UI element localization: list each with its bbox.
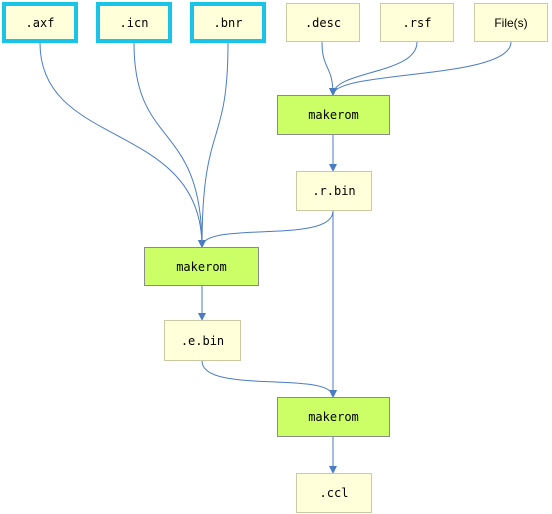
output-rbin-label: .r.bin	[312, 184, 356, 198]
input-icn-label: .icn	[119, 15, 149, 30]
makerom-step-1-label: makerom	[308, 108, 359, 122]
input-icn: .icn	[96, 2, 172, 43]
output-ebin-label: .e.bin	[180, 333, 225, 348]
input-bnr-label: .bnr	[213, 15, 243, 30]
edge-rbin-to-makerom-2	[198, 210, 334, 248]
edge-desc-to-makerom-1	[321, 41, 337, 96]
edge-files-to-makerom-1	[329, 41, 512, 96]
input-files: File(s)	[474, 3, 548, 42]
makerom-step-2: makerom	[144, 247, 259, 286]
makerom-step-1: makerom	[277, 95, 390, 135]
input-bnr: .bnr	[190, 2, 266, 43]
output-ebin: .e.bin	[164, 320, 241, 361]
makerom-step-3: makerom	[277, 397, 390, 437]
input-desc: .desc	[286, 3, 360, 42]
edge-bnr-to-makerom-2	[198, 42, 229, 248]
edge-icn-to-makerom-2	[133, 42, 206, 248]
makerom-step-3-label: makerom	[308, 410, 359, 424]
edge-axf-to-makerom-2	[39, 42, 206, 248]
input-axf: .axf	[2, 2, 78, 43]
output-ccl: .ccl	[296, 473, 372, 513]
edge-ebin-to-makerom-3	[201, 360, 337, 398]
input-rsf: .rsf	[380, 3, 454, 42]
output-ccl-label: .ccl	[319, 486, 349, 500]
input-rsf-label: .rsf	[402, 15, 432, 30]
input-axf-label: .axf	[25, 15, 55, 30]
edge-rsf-to-makerom-1	[329, 41, 418, 96]
input-desc-label: .desc	[304, 15, 342, 30]
makerom-step-2-label: makerom	[176, 259, 227, 274]
input-files-label: File(s)	[494, 15, 528, 30]
output-rbin: .r.bin	[296, 171, 372, 211]
